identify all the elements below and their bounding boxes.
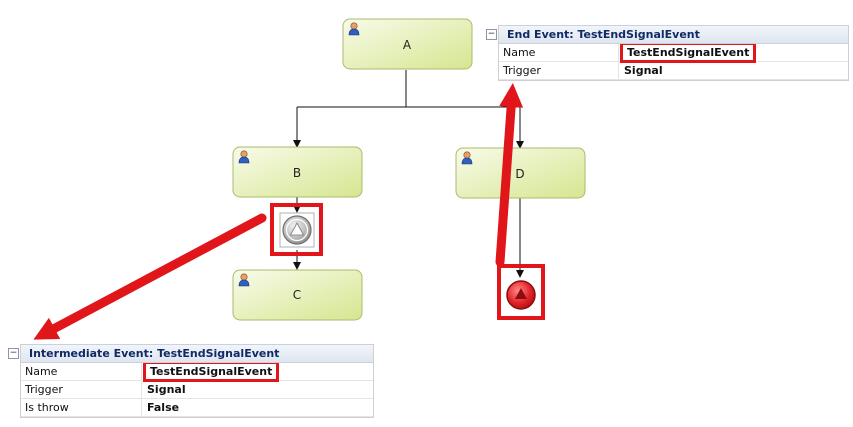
property-value[interactable]: TestEndSignalEvent: [619, 42, 757, 63]
task-c-label: C: [293, 288, 301, 302]
property-name: Trigger: [499, 62, 619, 79]
property-row[interactable]: Is throw False: [21, 399, 373, 417]
property-name: Name: [499, 44, 619, 61]
property-name: Is throw: [21, 399, 142, 416]
end-signal-event[interactable]: [497, 264, 545, 320]
task-d-label: D: [515, 167, 524, 181]
user-icon: [461, 151, 473, 165]
property-name: Trigger: [21, 381, 142, 398]
intermediate-signal-event[interactable]: [270, 203, 323, 256]
task-b-label: B: [293, 166, 301, 180]
red-arrow-to-intermediate-panel: [33, 213, 267, 340]
user-icon: [238, 273, 250, 287]
task-d[interactable]: D: [455, 147, 586, 199]
event-highlight-box: [270, 203, 323, 256]
intermediate-event-properties: − Intermediate Event: TestEndSignalEvent…: [8, 344, 374, 418]
task-b[interactable]: B: [232, 146, 363, 198]
property-value[interactable]: Signal: [624, 64, 663, 77]
signal-triangle-icon: [289, 222, 305, 236]
user-icon: [238, 150, 250, 164]
property-row[interactable]: Trigger Signal: [499, 62, 848, 80]
name-value-highlight: TestEndSignalEvent: [142, 361, 280, 382]
property-value[interactable]: False: [147, 401, 180, 414]
property-row[interactable]: Name TestEndSignalEvent: [21, 361, 373, 382]
end-event-properties: − End Event: TestEndSignalEvent Name Tes…: [486, 25, 849, 81]
event-highlight-box: [497, 264, 545, 320]
property-name: Name: [21, 363, 142, 380]
collapse-toggle-icon[interactable]: −: [486, 29, 497, 40]
task-a-label: A: [403, 38, 412, 52]
task-c[interactable]: C: [232, 269, 363, 321]
end-event-properties-header[interactable]: − End Event: TestEndSignalEvent: [486, 25, 848, 44]
property-row[interactable]: Trigger Signal: [21, 381, 373, 399]
user-icon: [348, 22, 360, 36]
intermediate-event-properties-title: Intermediate Event: TestEndSignalEvent: [29, 347, 280, 360]
annotation-arrows: [33, 83, 524, 340]
name-value-highlight: TestEndSignalEvent: [619, 42, 757, 63]
end-event-properties-title: End Event: TestEndSignalEvent: [507, 28, 700, 41]
red-arrow-to-end-panel: [495, 83, 524, 267]
signal-triangle-icon: [515, 288, 527, 299]
task-a[interactable]: A: [342, 18, 473, 70]
property-row[interactable]: Name TestEndSignalEvent: [499, 42, 848, 63]
intermediate-event-properties-header[interactable]: − Intermediate Event: TestEndSignalEvent: [8, 344, 373, 363]
property-value[interactable]: Signal: [147, 383, 186, 396]
property-value[interactable]: TestEndSignalEvent: [142, 361, 280, 382]
collapse-toggle-icon[interactable]: −: [8, 348, 19, 359]
